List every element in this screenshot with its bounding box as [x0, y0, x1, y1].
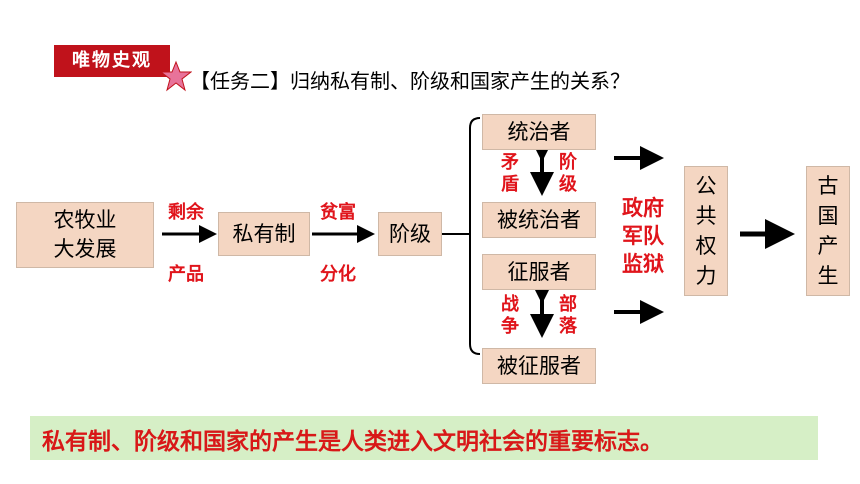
class-red-label: 阶级 — [559, 152, 577, 195]
tribe-label: 部落 — [559, 294, 577, 337]
wealth-top-label: 贫富 — [320, 202, 356, 223]
conquered-box: 被征服者 — [482, 348, 596, 384]
state-organs: 政府 军队 监狱 — [614, 194, 672, 278]
agri-box: 农牧业 大发展 — [16, 202, 154, 268]
bracket — [469, 117, 481, 355]
private-box: 私有制 — [218, 212, 310, 256]
wealth-bottom-label: 分化 — [320, 264, 356, 285]
agri-line-2: 大发展 — [53, 237, 117, 261]
ruler-box: 统治者 — [482, 114, 596, 150]
star-icon — [160, 60, 192, 92]
task-title: 【任务二】归纳私有制、阶级和国家产生的关系？ — [190, 69, 630, 93]
ruled-box: 被统治者 — [482, 202, 596, 238]
contradiction-label: 矛盾 — [501, 152, 519, 195]
class-box: 阶级 — [378, 212, 442, 256]
surplus-bottom-label: 产品 — [168, 264, 204, 285]
war-label: 战争 — [501, 294, 519, 337]
surplus-top-label: 剩余 — [168, 202, 204, 223]
ancient-state-box: 古国产生 — [806, 166, 850, 296]
organ-government: 政府 — [622, 196, 664, 220]
public-power-box: 公共权力 — [684, 166, 728, 296]
conqueror-box: 征服者 — [482, 254, 596, 290]
view-tag: 唯物史观 — [54, 45, 170, 77]
conclusion-banner: 私有制、阶级和国家的产生是人类进入文明社会的重要标志。 — [30, 416, 818, 460]
conclusion-text: 私有制、阶级和国家的产生是人类进入文明社会的重要标志。 — [42, 429, 663, 455]
organ-army: 军队 — [622, 224, 664, 248]
organ-prison: 监狱 — [622, 252, 664, 276]
agri-line-1: 农牧业 — [53, 208, 117, 232]
